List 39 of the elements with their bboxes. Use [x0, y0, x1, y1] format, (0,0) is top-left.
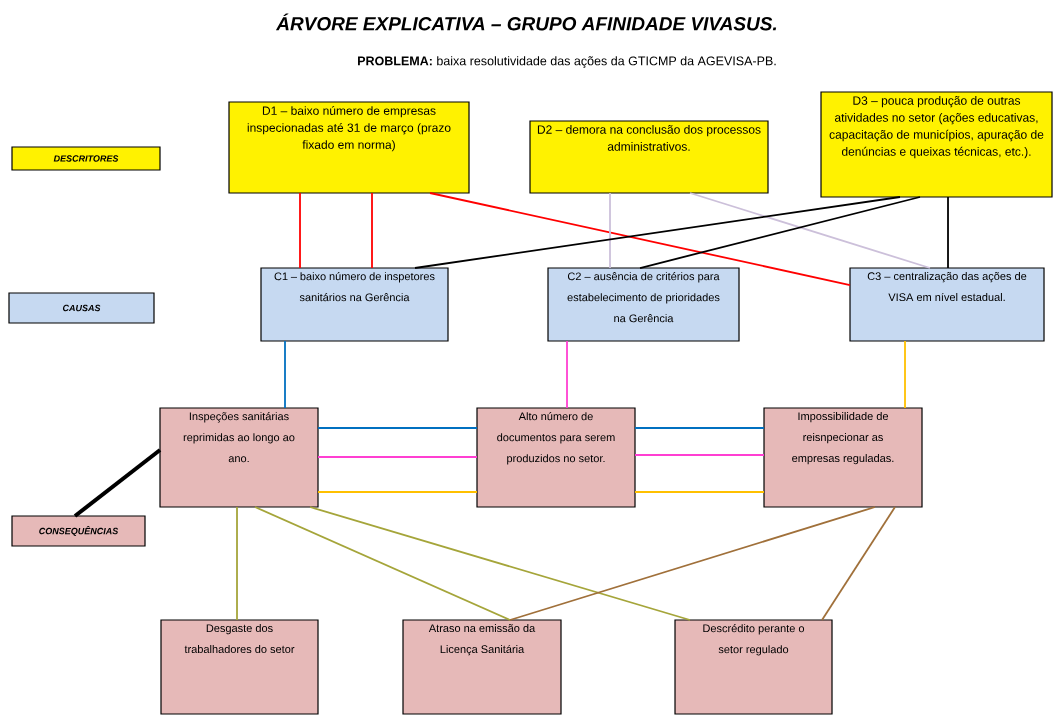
connector-line [429, 192, 851, 286]
connector-line [317, 491, 478, 493]
descriptor-box: D2 – demora na conclusão dos processos administrativos. [529, 120, 769, 194]
problem-statement: PROBLEMA: baixa resolutividade das ações da GTICMP da AGEVISA-PB. [358, 56, 776, 68]
category-label: CONSEQUÊNCIAS [11, 515, 146, 547]
connector-line [309, 506, 691, 621]
connector-line [566, 340, 568, 409]
category-label: CAUSAS [8, 292, 155, 324]
connector-line [371, 192, 373, 269]
connector-line [689, 192, 931, 269]
connector-line [73, 448, 162, 518]
connector-line [947, 196, 949, 269]
connector-line [821, 506, 896, 621]
connector-line [299, 192, 301, 269]
cause-box: C2 – ausência de critérios para estabelecimento de prioridades na Gerência [547, 267, 740, 342]
descriptor-box: D1 – baixo número de empresas inspecionadas até 31 de março (prazo fixado em norma) [228, 101, 470, 194]
connector-line [317, 427, 478, 429]
consequence-box: Descrédito perante o setor regulado [674, 619, 833, 715]
connector-line [634, 427, 765, 429]
consequence-box: Impossibilidade de reisnpecionar as empresas reguladas. [763, 407, 923, 508]
connector-line [284, 340, 286, 409]
connector-line [317, 456, 478, 458]
descriptor-box: D3 – pouca produção de outras atividades no setor (ações educativas, capacitação de municípios, apuração de denúncias e queixas técnicas, etc.). [820, 91, 1053, 198]
connector-line [904, 340, 906, 409]
consequence-box: Alto número de documentos para serem produzidos no setor. [476, 407, 636, 508]
connector-line [509, 506, 876, 621]
cause-box: C1 – baixo número de inspetores sanitários na Gerência [260, 267, 449, 342]
cause-box: C3 – centralização das ações de VISA em nível estadual. [849, 267, 1045, 342]
connector-line [639, 196, 921, 269]
connector-line [609, 192, 611, 269]
consequence-box: Inspeções sanitárias reprimidas ao longo ao ano. [159, 407, 319, 508]
category-label: DESCRITORES [11, 146, 161, 171]
consequence-box: Desgaste dos trabalhadores do setor [160, 619, 319, 715]
connector-line [236, 506, 238, 621]
title: ÁRVORE EXPLICATIVA – GRUPO AFINIDADE VIVASUS. [275, 13, 777, 31]
connector-line [634, 491, 765, 493]
consequence-box: Atraso na emissão da Licença Sanitária [402, 619, 562, 715]
connector-line [634, 454, 765, 456]
connector-line [254, 506, 511, 621]
